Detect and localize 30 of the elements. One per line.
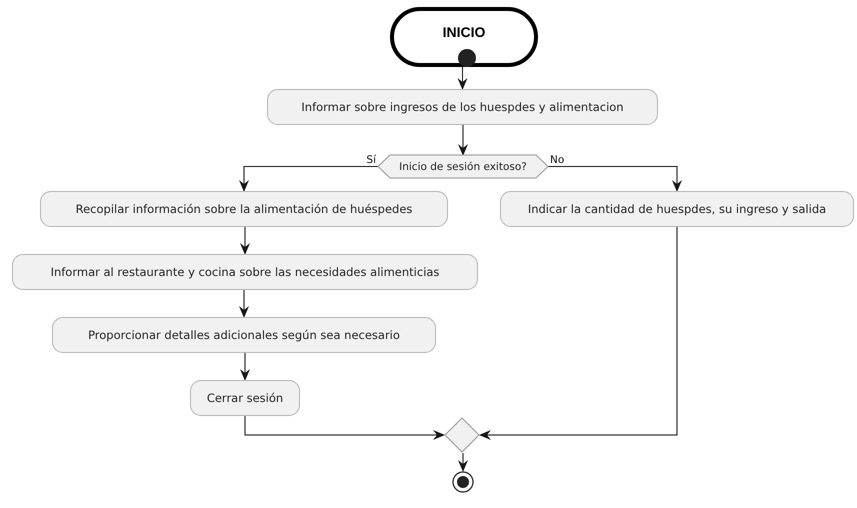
arrow (458, 66, 468, 90)
label: Informar al restaurante y cocina sobre las necesidades alimenticias (50, 265, 440, 279)
arrow (239, 166, 378, 192)
merge-diamond (444, 417, 480, 453)
edge-label: No (549, 154, 566, 166)
arrow (458, 124, 468, 156)
arrow (239, 290, 249, 318)
arrow (240, 226, 250, 255)
activity-box (267, 89, 658, 125)
label: Proporcionar detalles adicionales según sea necesario (88, 328, 400, 342)
activity-box (500, 191, 854, 227)
activity-box (190, 380, 300, 416)
arrow (244, 416, 445, 440)
label: Recopilar información sobre la alimentación de huéspedes (76, 202, 412, 216)
activity-box (52, 317, 436, 353)
label: INICIO (442, 24, 486, 40)
end-node (452, 471, 474, 493)
arrow (240, 352, 250, 381)
label: Inicio de sesión exitoso? (399, 160, 527, 172)
activity-box (12, 254, 478, 290)
label: Informar sobre ingresos de los huespdes y alimentacion (301, 100, 624, 114)
arrow (548, 166, 682, 192)
decision-hexagon (378, 155, 548, 178)
arrow (458, 452, 468, 472)
label: Indicar la cantidad de huespdes, su ingreso y salida (528, 202, 826, 216)
activity-box (40, 191, 448, 227)
start-node (458, 49, 476, 67)
edge-label: Sí (365, 154, 377, 166)
label: Cerrar sesión (206, 391, 284, 405)
arrow (479, 226, 678, 440)
